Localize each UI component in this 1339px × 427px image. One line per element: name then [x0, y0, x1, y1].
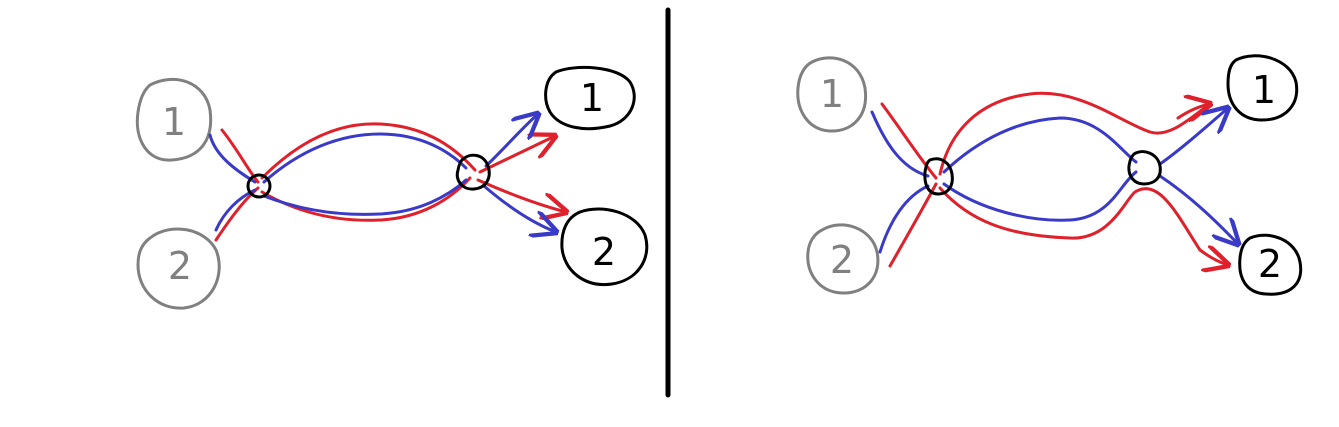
- right-output-node-1: 1: [1226, 54, 1299, 122]
- right-red-arm-upper: [938, 91, 1212, 176]
- right-blue-output-2-arrow: [1158, 174, 1238, 244]
- left-output-node-1-outline: [544, 65, 636, 131]
- left-input-node-1-outline: [135, 77, 213, 162]
- left-beam-splitter-1: [246, 173, 272, 199]
- right-input-node-1-outline: [796, 56, 868, 133]
- right-red-entry-top: [880, 102, 938, 180]
- left-red-entry-top: [220, 128, 260, 184]
- left-output-node-2-outline: [560, 207, 649, 287]
- left-beam-splitter-2: [455, 153, 491, 191]
- left-output-node-2: 2: [560, 207, 649, 287]
- left-output-node-2-label: 2: [592, 230, 616, 274]
- right-input-node-1: 1: [796, 56, 868, 133]
- right-beam-splitter-2: [1127, 150, 1162, 186]
- left-red-output-2-arrow: [476, 178, 566, 212]
- left-red-arm-upper: [260, 122, 477, 180]
- left-red-output-1-arrow: [478, 136, 555, 174]
- right-beam-splitter-1: [923, 157, 954, 196]
- right-output-node-2-label: 2: [1258, 242, 1282, 286]
- left-panel: 1 2 1 2: [135, 65, 649, 310]
- left-blue-output-1-arrow: [484, 114, 538, 168]
- left-input-node-2-outline: [136, 227, 221, 310]
- right-output-node-1-label: 1: [1252, 68, 1276, 112]
- right-input-node-2-outline: [806, 223, 880, 295]
- left-input-node-1-label: 1: [162, 100, 186, 144]
- right-blue-arm-upper: [942, 116, 1138, 174]
- left-blue-arm-lower: [262, 178, 468, 216]
- left-input-node-1: 1: [135, 77, 213, 162]
- right-red-output-2-arrow: [1198, 250, 1228, 265]
- right-blue-arm-lower: [942, 170, 1138, 222]
- left-blue-arm-upper: [262, 132, 468, 184]
- left-output-node-1-label: 1: [580, 76, 604, 120]
- right-blue-entry-bottom: [878, 184, 930, 254]
- left-output-node-1: 1: [544, 65, 636, 131]
- right-input-node-2-label: 2: [830, 238, 854, 282]
- right-output-node-1-outline: [1226, 54, 1299, 122]
- right-panel: 1 2 1 2: [796, 54, 1303, 296]
- right-output-node-2-outline: [1238, 233, 1303, 296]
- left-input-node-2-label: 2: [168, 244, 192, 288]
- left-red-path: [214, 122, 566, 242]
- right-blue-path: [870, 108, 1238, 254]
- right-input-node-1-label: 1: [820, 72, 844, 116]
- right-output-node-2: 2: [1238, 233, 1303, 296]
- left-blue-path: [208, 114, 556, 232]
- right-red-arm-lower: [938, 186, 1202, 252]
- left-input-node-2: 2: [136, 227, 221, 310]
- right-input-node-2: 2: [806, 223, 880, 295]
- left-red-arm-lower: [260, 176, 472, 222]
- left-blue-output-2-arrow: [482, 184, 556, 232]
- right-blue-entry-top: [870, 110, 930, 178]
- right-blue-output-1-arrow: [1158, 108, 1228, 166]
